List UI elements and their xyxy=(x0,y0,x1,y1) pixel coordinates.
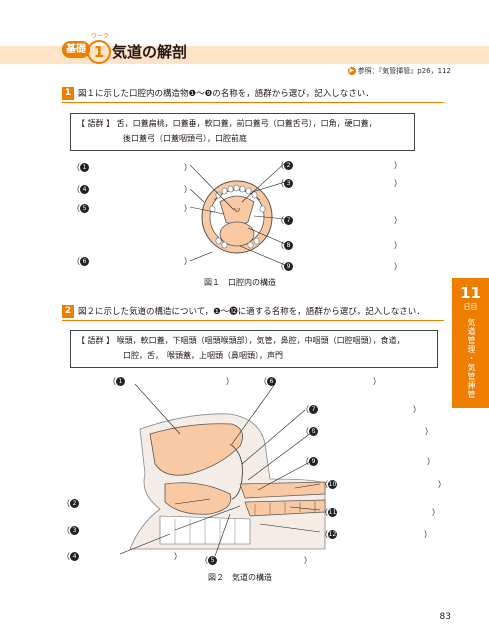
q2-blank-6[interactable]: （6） xyxy=(259,377,381,386)
chapter-title: 気道管理・気管挿管 xyxy=(467,318,476,399)
q1-blank-7[interactable]: （7） xyxy=(276,216,402,225)
word-group-2: 【 語群 】 喉頭，軟口蓋，下咽頭（咽頭喉頭部），気管，鼻腔，中咽頭（口腔咽頭）… xyxy=(70,330,438,368)
word-group-1-line2: 後口蓋弓（口蓋咽頭弓），口腔前庭 xyxy=(123,134,247,143)
reference-text: 参照：『気管挿管』p26，112 xyxy=(357,67,451,75)
number-marker: 4 xyxy=(80,185,89,194)
number-marker: 5 xyxy=(80,204,89,213)
number-marker: 9 xyxy=(309,457,318,466)
number-marker: 10 xyxy=(328,480,337,489)
kiso-badge: 基礎 xyxy=(62,41,90,58)
number-marker: 9 xyxy=(284,262,293,271)
q2-blank-9[interactable]: （9） xyxy=(301,457,435,466)
page-number: 83 xyxy=(439,612,451,622)
oral-cavity-figure xyxy=(190,162,285,266)
q1-blank-2[interactable]: （2） xyxy=(276,161,402,170)
header-bar xyxy=(0,46,489,64)
word-group-2-line1: 喉頭，軟口蓋，下咽頭（咽頭喉頭部），気管，鼻腔，中咽頭（口腔咽頭），食道， xyxy=(116,336,405,345)
number-marker: 5 xyxy=(208,556,217,565)
question-2-number: 2 xyxy=(62,305,74,318)
q2-blank-5[interactable]: （5） xyxy=(200,556,312,565)
number-marker: 4 xyxy=(70,552,79,561)
number-marker: 1 xyxy=(80,163,89,172)
page-title: 気道の解剖 xyxy=(112,43,188,61)
q2-blank-2[interactable]: （2） xyxy=(62,498,182,509)
q2-blank-4[interactable]: （4） xyxy=(62,552,182,561)
question-2-text: 図２に示した気道の構造について，❶～⓬に適する名称を，語群から選び，記入しなさい… xyxy=(78,307,425,317)
question-2-header: 2 図２に示した気道の構造について，❶～⓬に適する名称を，語群から選び，記入しな… xyxy=(62,304,444,321)
number-marker: 3 xyxy=(284,179,293,188)
word-group-1-label: 【 語群 】 xyxy=(77,119,115,128)
number-marker: 8 xyxy=(284,241,293,250)
number-marker: 11 xyxy=(328,508,337,517)
question-1-text: 図１に示した口腔内の構造物❶～❾の名称を，語群から選び，記入しなさい． xyxy=(78,89,374,99)
q1-blank-5[interactable]: （5） xyxy=(72,204,192,213)
work-ruby: ワーク xyxy=(90,33,109,40)
question-1-number: 1 xyxy=(62,87,74,100)
number-marker: 12 xyxy=(328,530,337,539)
question-1-header: 1 図１に示した口腔内の構造物❶～❾の名称を，語群から選び，記入しなさい． xyxy=(62,86,444,103)
number-marker: 2 xyxy=(70,499,79,508)
q2-blank-3[interactable]: （3） xyxy=(62,525,182,536)
word-group-1-line1: 舌，口蓋扁桃，口蓋垂，軟口蓋，前口蓋弓（口蓋舌弓），口角，硬口蓋， xyxy=(116,119,377,128)
q1-blank-4[interactable]: （4） xyxy=(72,185,192,194)
figure-2-caption: 図２ 気道の構造 xyxy=(208,573,272,582)
airway-figure xyxy=(120,384,326,557)
day-label: 日目 xyxy=(463,303,478,311)
work-number: 1 xyxy=(87,40,111,64)
number-marker: 1 xyxy=(116,377,125,386)
q1-blank-9[interactable]: （9） xyxy=(276,262,402,271)
number-marker: 7 xyxy=(309,405,318,414)
q2-blank-1[interactable]: （1） xyxy=(108,377,234,386)
number-marker: 3 xyxy=(70,526,79,535)
number-marker: 8 xyxy=(309,427,318,436)
q2-blank-7[interactable]: （7） xyxy=(301,405,421,414)
number-marker: 6 xyxy=(267,377,276,386)
q1-blank-6[interactable]: （6） xyxy=(72,257,192,266)
word-group-2-line2: 口腔，舌， 喉頭蓋，上咽頭（鼻咽頭），声門 xyxy=(123,351,283,360)
chapter-side-tab[interactable]: 11 日目 気道管理・気管挿管 xyxy=(452,278,489,408)
number-marker: 2 xyxy=(284,161,293,170)
day-number: 11 xyxy=(460,284,481,302)
q1-blank-1[interactable]: （1） xyxy=(72,163,192,172)
number-marker: 7 xyxy=(284,216,293,225)
reference-note: ▶参照：『気管挿管』p26，112 xyxy=(347,66,451,76)
number-marker: 6 xyxy=(80,257,89,266)
figure-1-caption: 図１ 口腔内の構造 xyxy=(204,278,276,287)
q1-blank-8[interactable]: （8） xyxy=(276,241,402,250)
arrow-icon: ▶ xyxy=(347,67,356,75)
word-group-2-label: 【 語群 】 xyxy=(77,336,115,345)
word-group-1: 【 語群 】 舌，口蓋扁桃，口蓋垂，軟口蓋，前口蓋弓（口蓋舌弓），口角，硬口蓋，… xyxy=(70,113,415,151)
q2-blank-8[interactable]: （8） xyxy=(301,427,433,436)
